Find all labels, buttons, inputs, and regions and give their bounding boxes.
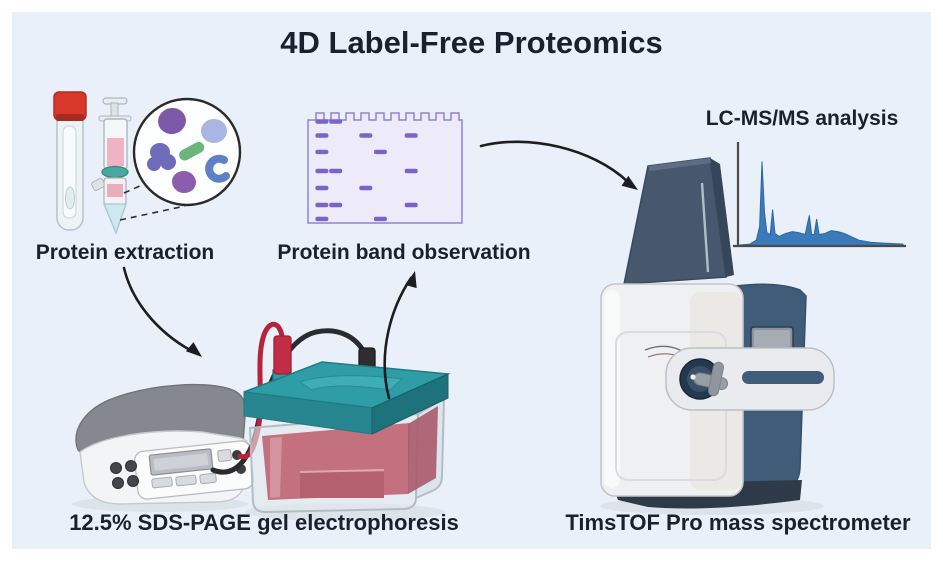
power-supply-port-4 [127,475,139,487]
power-supply-button-4 [217,448,232,462]
label-protein-extraction: Protein extraction [35,241,215,264]
protein-blob-purple-top [158,107,186,135]
gel-band [315,133,329,138]
protein-blob-indigo-c [147,157,161,171]
gel-band [373,149,387,155]
gel-band [329,202,343,208]
test-tube-cap-lip [56,114,84,121]
column-seal [101,165,129,179]
gel-cassette [300,472,384,498]
protein-blob-purple-bottom [172,170,196,194]
arrow-band-to-spectrometer [479,140,630,184]
arrow-electrophoresis-to-band [383,276,413,400]
spin-column-tip [103,203,127,235]
gel-tank-with-electrodes [210,321,451,514]
gel-band [315,216,329,222]
power-supply-port-1 [110,462,122,474]
valve-dot [690,374,696,380]
gel-band [315,168,329,174]
arrow-extraction-to-electrophoresis [122,266,192,352]
protein-close-up-circle [132,97,242,207]
gel-band [404,202,418,208]
gel-band [329,119,343,124]
gel-band [359,133,373,138]
arrowhead-electrophoresis-to-band [405,271,417,289]
syringe-with-spin-column [91,97,132,235]
power-supply-port-3 [112,477,124,489]
spectrometer-tower-line [700,182,710,273]
power-supply-port-2 [125,460,137,472]
spectrometer-tower [623,157,727,285]
red-electrode-plug [273,335,292,375]
timstof-mass-spectrometer [600,157,835,509]
tank-lid-side [371,373,449,435]
tank-glass-highlight [270,437,282,498]
power-supply-button-3 [199,472,217,485]
spectrometer-body-highlight [604,290,620,488]
gel-bands [315,119,418,222]
gel-band [404,133,418,138]
diagram-title: 4D Label-Free Proteomics [280,25,663,60]
tank-lid-handle [298,375,404,391]
dash-line-lower [119,205,186,221]
gel-band [315,119,329,124]
syringe-liquid [107,138,124,166]
arrowhead-band-to-spectrometer [621,175,638,190]
gel-band [359,185,373,191]
arrowhead-extraction-to-electrophoresis [185,342,202,357]
power-supply [75,383,254,505]
chromatogram-trace [739,161,904,247]
gel-band [315,185,329,191]
spectrometer-screen-inner [754,330,790,347]
flow-arrows [122,140,638,400]
label-timstof-spectrometer: TimsTOF Pro mass spectrometer [565,510,911,535]
tank-buffer-side [408,406,438,494]
power-supply-button-2 [175,474,197,487]
label-lcms-analysis: LC-MS/MS analysis [705,107,899,130]
sds-page-gel-with-bands [307,112,463,224]
protein-blob-indigo-b [160,154,176,170]
label-sds-page-electrophoresis: 12.5% SDS-PAGE gel electrophoresis [69,510,459,535]
gel-cassette-edge [299,469,385,473]
power-supply-display-inner [153,453,209,471]
label-protein-band-observation: Protein band observation [277,241,531,264]
valve-lever-vertical [708,361,724,397]
chromatogram [733,142,906,248]
gel-band [329,168,343,174]
gel-band [404,168,418,174]
spectrometer-bracket-slot [742,371,824,384]
gel-band [373,216,387,222]
spin-column-sample [107,184,123,197]
spectrometer-tower-facet [710,158,734,277]
gel-band [315,149,329,155]
protein-blob-lightblue [201,119,227,143]
gel-plate [307,112,463,224]
test-tube-swab [65,186,75,210]
protein-rod-green [179,141,205,161]
gel-band [315,202,329,208]
power-supply-button-1 [151,476,173,489]
test-tube [53,91,87,231]
protein-c-shape-blue [205,154,230,183]
spectrometer-tower-highlight [648,158,711,171]
